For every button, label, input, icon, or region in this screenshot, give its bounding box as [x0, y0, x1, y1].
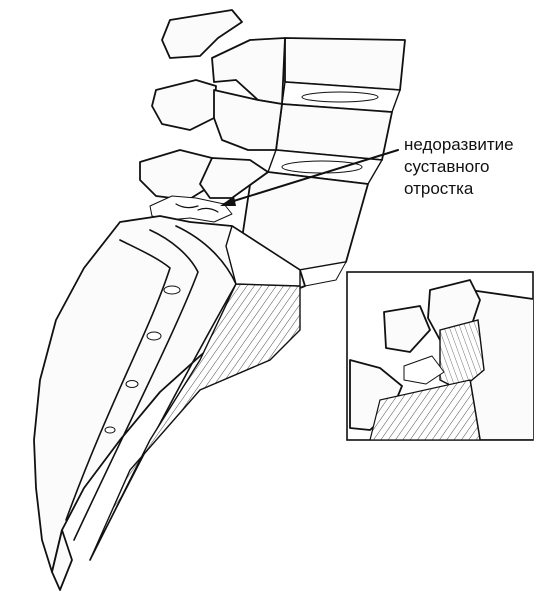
annotation-arrowhead — [220, 196, 236, 206]
spinous-process-upper — [161, 9, 243, 59]
inset-ligament — [369, 379, 481, 440]
spinous-process-l4 — [151, 79, 217, 131]
annotation-label-line-3: отростка — [404, 179, 474, 198]
annotation-label-line-1: недоразвитие — [404, 135, 514, 154]
disc-l5-s1 — [225, 224, 301, 287]
sacral-foramina — [104, 285, 181, 434]
annotation-leader-line — [223, 149, 399, 205]
sacral-ligaments — [89, 283, 301, 561]
inset-spinous-process — [383, 305, 431, 353]
spinous-process-l5 — [139, 149, 215, 201]
inset-detail — [346, 271, 534, 441]
inset-defect — [403, 355, 445, 385]
lamina-l4 — [213, 89, 283, 151]
vertebral-body-l3 — [284, 37, 406, 91]
annotation: недоразвитие суставного отростка — [220, 135, 514, 206]
lumbar-spine-drawing — [33, 9, 406, 591]
coccyx-tip — [51, 529, 73, 591]
annotation-label-line-2: суставного — [404, 157, 490, 176]
lamina-l5 — [199, 157, 269, 199]
